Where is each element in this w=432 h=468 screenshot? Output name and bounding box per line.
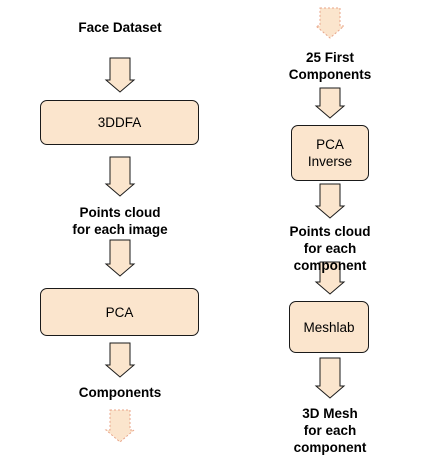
arrow-down-icon <box>314 183 346 219</box>
pca-box: PCA <box>40 288 199 336</box>
arrow-down-icon <box>314 87 346 119</box>
continuation-arrow-icon <box>314 7 346 39</box>
face-dataset-label: Face Dataset <box>78 20 162 35</box>
meshlab-box: Meshlab <box>289 301 369 353</box>
3d-mesh-label: 3D Mesh for each component <box>293 406 367 455</box>
arrow-down-icon <box>314 261 346 295</box>
points-cloud-per-image-label: Points cloud for each image <box>72 205 168 237</box>
arrow-down-icon <box>104 239 136 277</box>
arrow-down-icon <box>314 357 346 399</box>
arrow-down-icon <box>104 342 136 378</box>
arrow-down-icon <box>104 156 136 197</box>
first-components-label: 25 First Components <box>288 50 372 82</box>
components-label: Components <box>78 385 162 400</box>
pca-inverse-box: PCA Inverse <box>291 125 369 181</box>
points-cloud-per-component-label: Points cloud for each component <box>289 224 371 273</box>
continuation-arrow-icon <box>104 409 136 443</box>
3ddfa-box: 3DDFA <box>40 100 199 145</box>
arrow-down-icon <box>104 57 136 93</box>
